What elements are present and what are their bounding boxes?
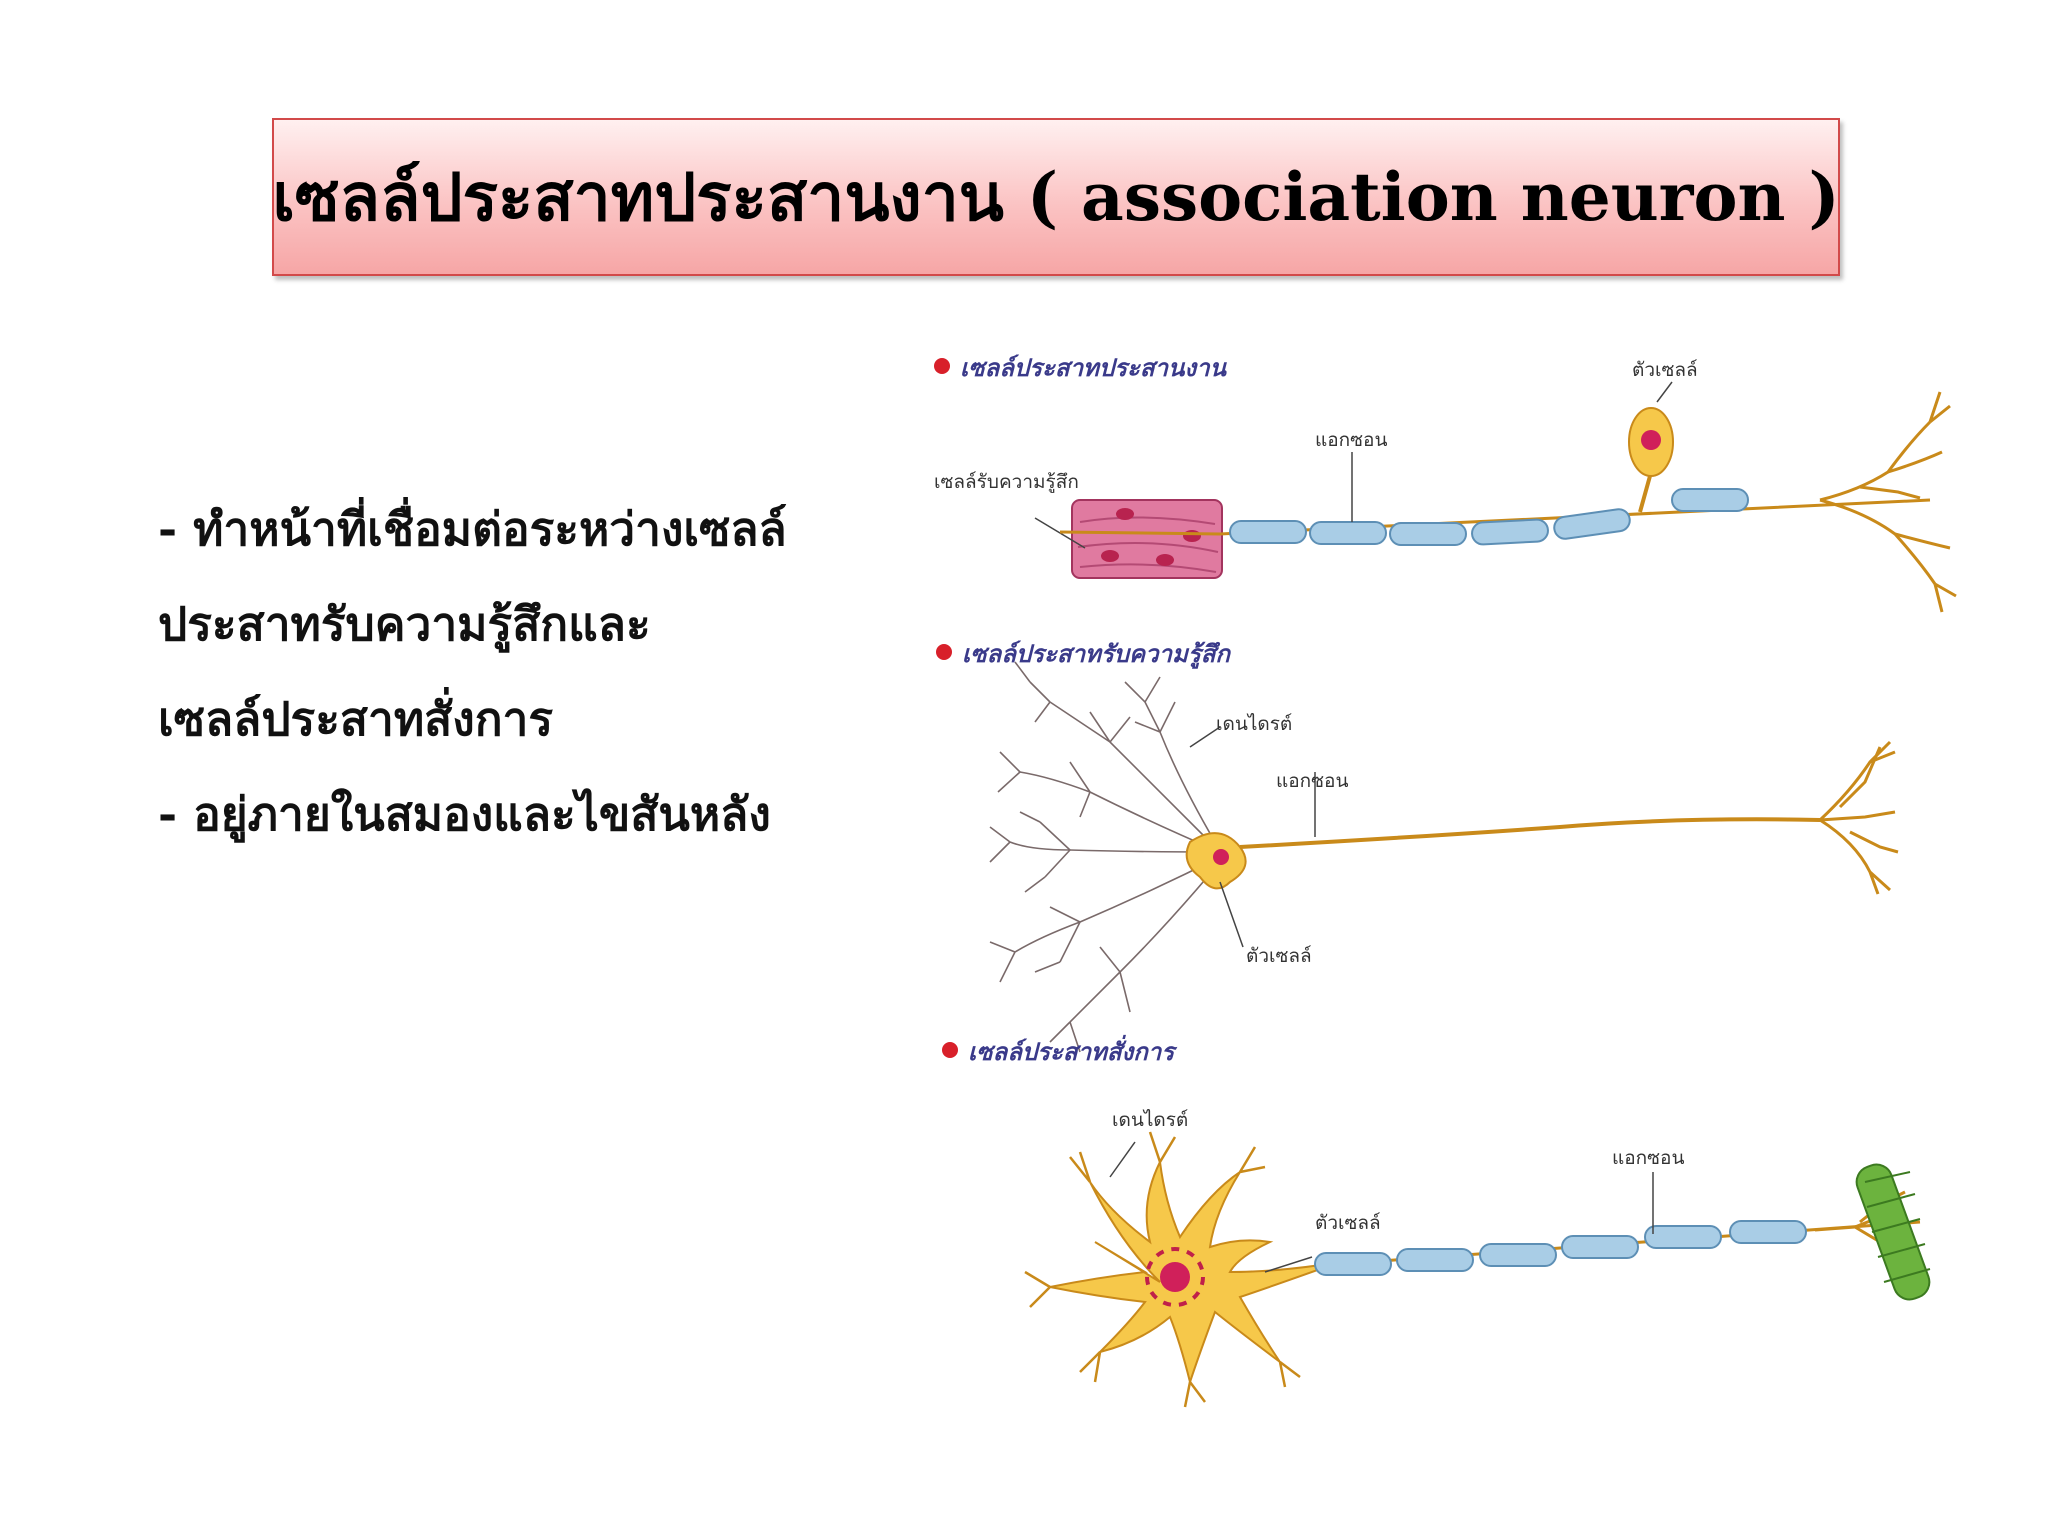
bullet-line-1: - ทำหน้าที่เชื่อมต่อระหว่างเซลล์	[158, 502, 787, 556]
panel2-nucleus	[1213, 849, 1229, 865]
panel3-heading: เซลล์ประสาทสั่งการ	[968, 1034, 1178, 1066]
receptor-cell	[1071, 499, 1223, 579]
bullet-line-2: ประสาทรับความรู้สึกและ	[158, 597, 651, 651]
panel2-heading: เซลล์ประสาทรับความรู้สึก	[962, 640, 1231, 669]
panel2-label-dendrite: เดนไดรต์	[1216, 713, 1292, 735]
panel1-label-axon: แอกซอน	[1315, 429, 1387, 451]
panel2-axon-terminal	[1818, 740, 1899, 895]
panel2-dendrite-tree	[989, 661, 1221, 1053]
panel1-label-body: ตัวเซลล์	[1632, 359, 1698, 381]
panel-sensory-neuron: เซลล์ประสาทรับความรู้สึก	[936, 640, 1899, 1053]
panel1-axon-terminal	[1819, 391, 1957, 613]
panel2-label-body: ตัวเซลล์	[1246, 945, 1312, 967]
panel2-label-axon: แอกซอน	[1276, 770, 1348, 792]
panel1-myelin-sheath	[1229, 488, 1749, 546]
title-banner: เซลล์ประสาทประสานงาน ( association neuro…	[272, 118, 1840, 276]
bullet-dot-icon	[936, 644, 952, 660]
bullet-dot-icon	[934, 358, 950, 374]
neuron-diagram: เซลล์ประสาทประสานงาน เซลล์รับความรู้สึก	[934, 354, 1957, 1408]
neuron-figure: เซลล์ประสาทประสานงาน เซลล์รับความรู้สึก	[920, 322, 1980, 1442]
bullet-dot-icon	[942, 1042, 958, 1058]
bullet-list: - ทำหน้าที่เชื่อมต่อระหว่างเซลล์ ประสาทร…	[158, 482, 878, 862]
panel3-label-dendrite: เดนไดรต์	[1112, 1109, 1188, 1131]
panel1-heading: เซลล์ประสาทประสานงาน	[960, 354, 1228, 382]
slide-title: เซลล์ประสาทประสานงาน ( association neuro…	[272, 157, 1840, 236]
panel3-label-body: ตัวเซลล์	[1315, 1212, 1381, 1234]
panel3-label-axon: แอกซอน	[1612, 1147, 1684, 1169]
panel-motor-neuron: เซลล์ประสาทสั่งการ	[942, 1034, 1931, 1408]
panel3-dendrites	[1024, 1131, 1301, 1408]
bullet-line-3: เซลล์ประสาทสั่งการ	[158, 692, 554, 746]
panel1-nucleus	[1641, 430, 1661, 450]
muscle-fiber	[1855, 1163, 1931, 1301]
bullet-line-4: - อยู่ภายในสมองและไขสันหลัง	[158, 787, 771, 841]
panel3-cell-body	[1049, 1158, 1341, 1386]
panel-association-neuron: เซลล์ประสาทประสานงาน เซลล์รับความรู้สึก	[934, 354, 1957, 613]
panel2-axon	[1239, 817, 1821, 849]
panel1-label-receptor: เซลล์รับความรู้สึก	[934, 471, 1079, 493]
